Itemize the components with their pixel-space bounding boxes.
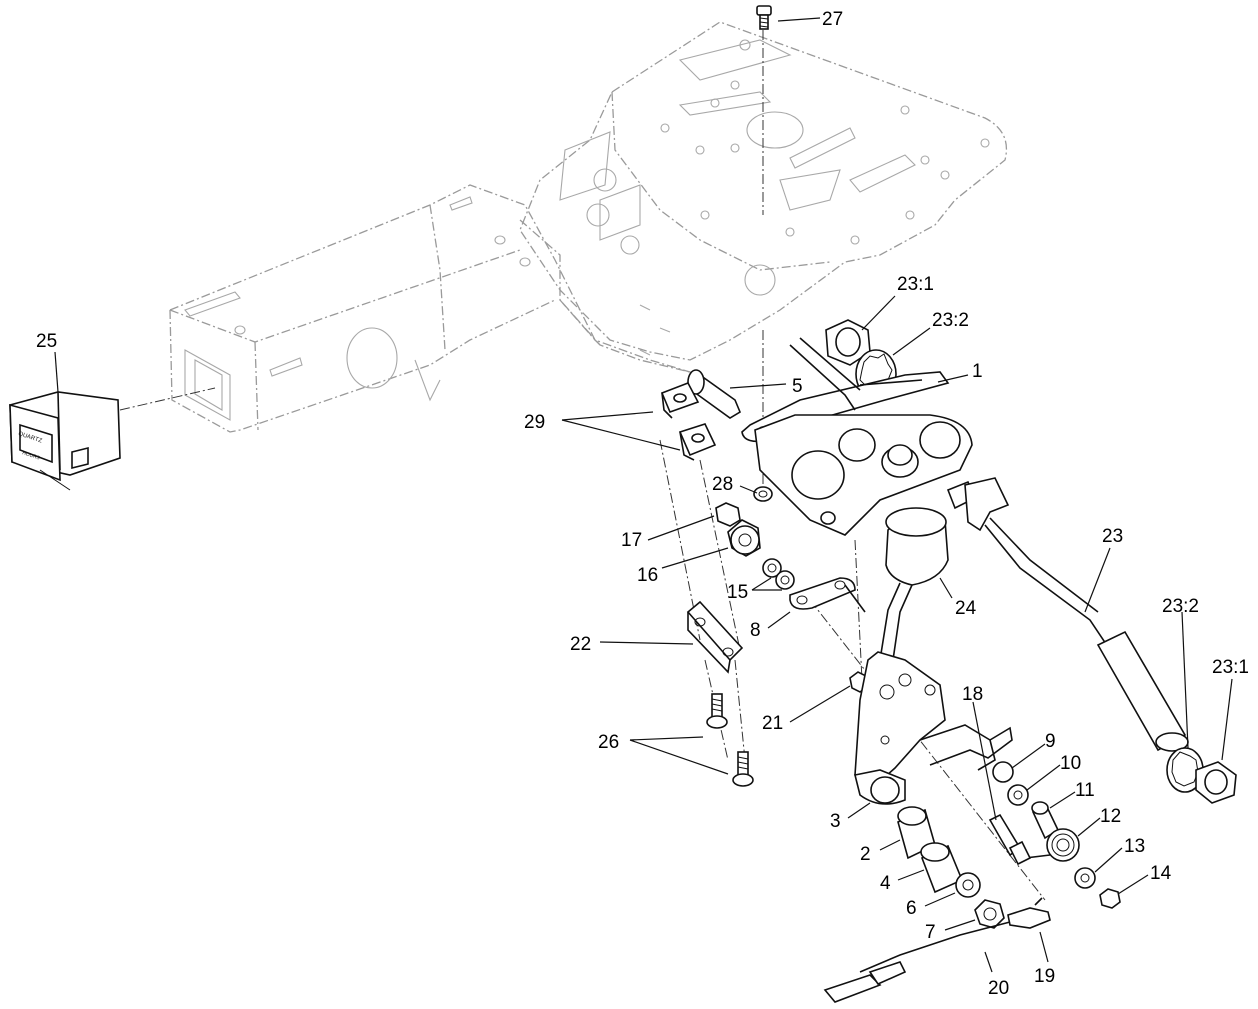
callout-11: 11: [1075, 780, 1095, 801]
callout-13: 13: [1124, 836, 1145, 857]
callout-16: 16: [637, 565, 658, 586]
washer-part-10: [1007, 784, 1029, 806]
callout-26: 26: [598, 732, 619, 753]
clip-part-29-upper: [660, 381, 700, 419]
clip-plate-part-22: [686, 600, 744, 674]
callout-9: 9: [1045, 731, 1056, 752]
frame-ghost: [169, 21, 1008, 433]
leader-lines: [54, 17, 1233, 973]
cable-part-20: [823, 921, 1011, 1003]
callout-3: 3: [830, 811, 841, 832]
callout-1: 1: [972, 361, 983, 382]
callout-12: 12: [1100, 806, 1121, 827]
callout-6: 6: [906, 898, 917, 919]
callout-10: 10: [1060, 753, 1081, 774]
spacer-part-16: [727, 519, 761, 557]
callout-17: 17: [621, 530, 642, 551]
nut-part-17: [715, 502, 741, 527]
callout-21: 21: [762, 713, 783, 734]
callout-24: 24: [955, 598, 977, 619]
callout-20: 20: [988, 978, 1009, 999]
callout-18: 18: [962, 684, 983, 705]
callout-22: 22: [570, 634, 591, 655]
callout-labels: 27 23:1 23:2 1 5 25 29 28 17 16 15 23 8 …: [36, 9, 1249, 999]
pin-part-5: [687, 369, 742, 419]
callout-27: 27: [822, 9, 843, 30]
washer-part-6: [955, 872, 981, 898]
callout-23-1-top: 23:1: [897, 274, 934, 295]
callout-4: 4: [880, 873, 891, 894]
cable-assembly-part-23: [946, 477, 1189, 752]
callout-23-2-right: 23:2: [1162, 596, 1199, 617]
callout-14: 14: [1150, 863, 1172, 884]
callout-5: 5: [792, 376, 803, 397]
spring-part-12: [1019, 828, 1080, 862]
link-part-8: [789, 577, 866, 613]
callout-19: 19: [1034, 966, 1055, 987]
callout-25: 25: [36, 331, 57, 352]
rod-end-part-18: [988, 813, 1032, 866]
callout-23-2-top: 23:2: [932, 310, 969, 331]
callout-29: 29: [524, 412, 545, 433]
bolt-part-27: [756, 5, 772, 30]
callout-8: 8: [750, 620, 761, 641]
callout-23-1-right: 23:1: [1212, 657, 1249, 678]
callout-15: 15: [727, 582, 748, 603]
nut-part-7: [974, 899, 1005, 929]
cable-part-19: [1007, 897, 1051, 929]
knob-part-24: [879, 507, 949, 661]
washer-part-13: [1074, 867, 1096, 889]
callout-2: 2: [860, 844, 871, 865]
hour-meter-hours-text: HOURS: [21, 450, 41, 461]
nut-part-23-1-right: [1195, 761, 1237, 804]
washer-part-9: [992, 761, 1014, 783]
callout-23: 23: [1102, 526, 1123, 547]
clip-part-29-lower: [678, 423, 717, 461]
washer-part-15: [762, 558, 795, 590]
mount-plate: [754, 414, 973, 536]
callout-28: 28: [712, 474, 733, 495]
pedal-bracket-part-3: [854, 651, 1013, 805]
hour-meter-part-25: QUARTZ HOURS: [9, 391, 121, 491]
callout-7: 7: [925, 922, 936, 943]
screw-part-26-right: [732, 751, 754, 787]
nut-part-14: [1099, 888, 1121, 909]
washer-part-28: [753, 486, 773, 502]
screw-part-26-left: [706, 693, 728, 729]
bushing-part-11: [1031, 801, 1060, 840]
